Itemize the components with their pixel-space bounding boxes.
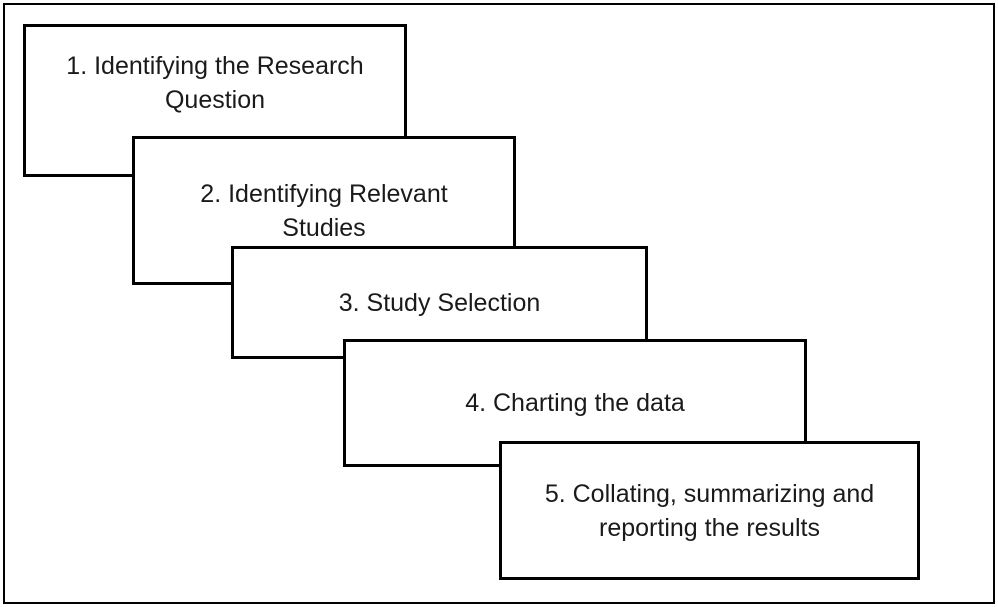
step-label-2: 2. Identifying Relevant Studies <box>200 179 448 242</box>
step-label-4: 4. Charting the data <box>465 389 685 417</box>
step-box-5: 5. Collating, summarizing and reporting … <box>499 441 920 580</box>
step-label-5: 5. Collating, summarizing and reporting … <box>544 479 875 542</box>
diagram-outer-frame: 1. Identifying the Research Question 2. … <box>3 3 995 604</box>
step-label-1: 1. Identifying the Research Question <box>66 52 364 114</box>
step-label-3: 3. Study Selection <box>338 288 541 317</box>
